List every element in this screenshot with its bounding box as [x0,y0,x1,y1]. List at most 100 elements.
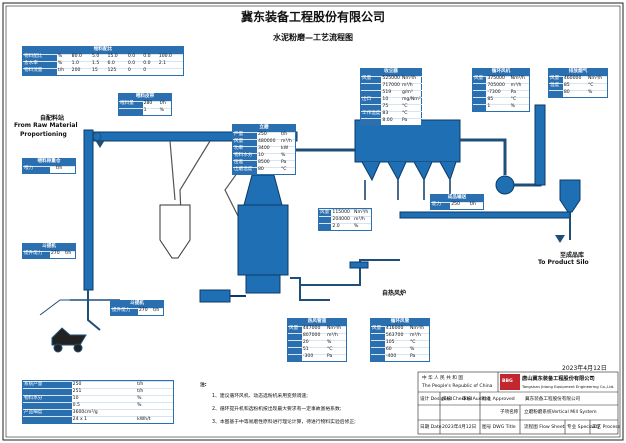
table-cell: 75 [381,103,401,112]
table-cell: Nm³/h [408,325,429,334]
table-cell: mg/Nm³ [400,96,422,105]
table-cell: 85 [562,82,587,91]
table-row: 60% [371,346,429,355]
table-cell: t/h [468,201,483,209]
table-cell: % [353,223,371,230]
table-cell [288,332,302,341]
table-cell: 2.0 [331,223,354,230]
table-cell: 物料水分 [233,152,257,161]
table-cell: 0.0 [126,53,143,62]
table-cell: m³/h [325,332,346,341]
table-cell: 416000 [384,325,409,334]
table-cell: 6.0 [106,60,127,69]
table-cell [361,82,382,91]
box-title: 喂料称重仓 [23,159,75,166]
speciality-value: 工艺 Process [592,425,621,430]
speciality-label: 专业 Speciality [567,425,600,430]
table-cell: 10 [71,395,137,403]
table-cell: 1.5 [90,60,107,69]
table-cell: Nm³/h [400,75,422,84]
date-label: 日期 Date [420,425,442,430]
table-cell: kWh/t [136,416,173,423]
top-table-title: 物料配比 [23,47,183,54]
drawing-date: 2023年4月12日 [562,365,607,372]
table-cell: t/h [158,100,171,109]
table-cell: 80 [562,89,587,97]
box-title: 排放烟气 [549,69,607,76]
table-cell: 0 [126,67,143,75]
table-cell [473,96,487,105]
product-silo-label-cn: 至成品库 [560,252,585,259]
table-cell: -400 [384,353,409,361]
table-cell: t/h [152,307,163,315]
table-cell: t/h [136,381,173,389]
table-cell: 200 [70,67,91,75]
table-cell: °C [408,339,429,348]
table-cell [288,346,302,355]
table-cell: t/h [64,250,75,258]
table-cell [371,332,385,341]
table-cell: 0.0 [126,60,143,69]
table-cell: 8.00 [381,117,401,125]
table-cell: 3400 [256,145,280,154]
box-title: 收尘器 [361,69,421,76]
table-cell: 风量 [319,209,332,217]
table-cell [23,388,72,396]
table-cell: 250 [256,131,280,140]
table-cell: 519 [381,89,401,98]
table-row: 0.5% [23,402,173,410]
table-cell: 15.0 [106,53,127,62]
box-title: 斗提机 [23,244,75,251]
table-cell: 功率 [233,145,257,154]
table-cell: 提升能力 [23,250,50,258]
raw-material-label-en2: Proportioning [20,131,67,138]
table-row: 105°C [371,339,429,348]
table-cell: 风量 [233,138,257,147]
table-cell: 风量 [288,325,302,334]
table-cell: 3600cm²/g [71,409,137,417]
table-cell: 280 [142,100,159,109]
table-cell: 工作温度 [361,110,382,119]
table-cell: 24 x 1 [71,416,137,423]
table-cell: 250 [71,381,137,389]
table-row: 85°C [473,96,529,105]
dwg-label: 图号 DWG Title [482,425,516,430]
table-cell: 100.0 [157,53,183,62]
box-title: 循环风管 [371,319,429,326]
role-approved: 批准 Approved [482,397,515,402]
product-conveyor [399,211,571,219]
table-cell: m³/h [279,138,295,147]
role-audited: 审核 Audited [462,397,491,402]
table-cell: 80 [256,166,280,174]
table-cell: 525000 [381,75,401,84]
table-cell: kW [279,145,295,154]
table-cell: °C [279,166,295,174]
table-cell: 物料水分 [23,395,72,403]
